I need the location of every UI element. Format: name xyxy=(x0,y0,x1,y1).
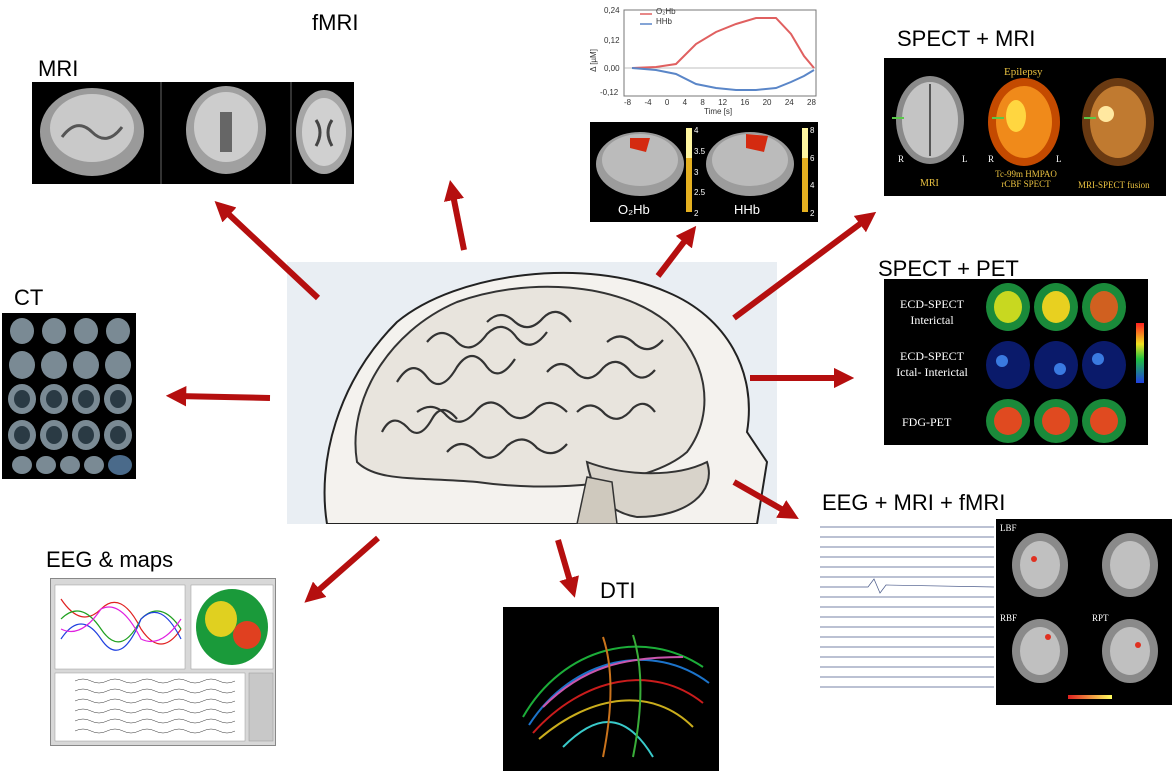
fmri-xtick: -8 xyxy=(624,98,632,107)
row-label-line: Interictal xyxy=(910,312,954,327)
arrow-to-eeg-maps xyxy=(304,535,380,603)
fmri-legend-o2hb: O₂Hb xyxy=(656,7,676,16)
orientation-r: R xyxy=(898,154,905,164)
spect-pet-panel: ECD-SPECT Interictal ECD-SPECT Ictal- In… xyxy=(884,279,1148,445)
spect-mri-label: SPECT + MRI xyxy=(897,26,1036,51)
fmri-xlabel: Time [s] xyxy=(704,107,733,116)
fmri-xtick: 16 xyxy=(740,98,750,107)
orientation-l: L xyxy=(962,154,968,164)
spect-pet-row3-label: FDG-PET xyxy=(902,415,952,429)
fmri-ytick: 0,24 xyxy=(604,6,620,15)
row-label-line: ECD-SPECT xyxy=(899,297,964,311)
arrow-to-ct xyxy=(165,386,271,407)
fmri-legend-hhb: HHb xyxy=(656,17,673,26)
arrow-to-fmri xyxy=(443,179,467,251)
eeg-maps-content xyxy=(54,584,274,742)
fmri-brain-label-hhb: HHb xyxy=(734,202,761,217)
dti-tractography xyxy=(522,634,710,758)
row-label-line: Ictal- Interictal xyxy=(896,364,968,379)
spect-pet-row1-label: ECD-SPECT Interictal xyxy=(892,297,972,328)
brain-sketch xyxy=(323,271,769,524)
ct-label: CT xyxy=(14,285,44,310)
fmri-xtick: 0 xyxy=(664,98,670,107)
eeg-mri-fmri-panel: LBF RBF RPT xyxy=(808,519,1172,705)
ct-slices xyxy=(8,318,132,475)
scale-tick: 8 xyxy=(810,126,815,135)
fmri-scale-right: 8 6 4 2 xyxy=(810,126,814,218)
eeg-maps-panel xyxy=(50,578,276,746)
spect-mri-caption-fusion: MRI-SPECT fusion xyxy=(1078,180,1150,190)
eeg-traces-and-mri xyxy=(820,519,1172,705)
eeg-maps-label: EEG & maps xyxy=(46,547,174,572)
fmri-xtick: -4 xyxy=(644,98,652,107)
fmri-label: fMRI xyxy=(312,10,359,35)
mri-region-lbf: LBF xyxy=(1000,523,1017,533)
spect-pet-slices xyxy=(986,283,1144,443)
fmri-scale-left: 4 3.5 3 2.5 2 xyxy=(694,126,705,218)
fmri-xtick: 4 xyxy=(682,98,688,107)
mri-region-rpt: RPT xyxy=(1092,613,1109,623)
orientation-r: R xyxy=(988,154,995,164)
fmri-xticks: -8 -4 0 4 8 12 16 20 24 28 xyxy=(624,98,816,107)
fmri-brain-renders: O₂Hb HHb 4 3.5 3 2.5 2 8 6 4 2 xyxy=(590,122,818,222)
fmri-ytick: 0,12 xyxy=(604,36,620,45)
fmri-xtick: 24 xyxy=(784,98,794,107)
spect-mri-slices xyxy=(892,76,1154,166)
fmri-ytick: -0,12 xyxy=(600,88,619,97)
fmri-ytick: 0,00 xyxy=(604,64,620,73)
mri-region-rbf: RBF xyxy=(1000,613,1018,623)
spect-mri-caption-mri: MRI xyxy=(920,178,939,189)
fmri-time-course-svg xyxy=(623,9,817,97)
spect-pet-label: SPECT + PET xyxy=(878,256,1019,281)
arrow-to-dti xyxy=(555,539,579,598)
fmri-ylabel: Δ [µM] xyxy=(588,49,598,72)
scale-tick: 6 xyxy=(810,153,815,163)
mri-panel xyxy=(32,82,354,184)
spect-mri-title: Epilepsy xyxy=(1004,66,1043,78)
ct-panel xyxy=(2,313,136,479)
spect-mri-caption-spect: Tc-99m HMPAO rCBF SPECT xyxy=(988,169,1064,190)
fmri-xtick: 8 xyxy=(700,98,705,107)
mri-brain-slices xyxy=(40,82,352,184)
caption-line: Tc-99m HMPAO xyxy=(995,169,1057,179)
scale-tick: 3.5 xyxy=(694,146,706,156)
orientation-l: L xyxy=(1056,154,1062,164)
caption-line: rCBF SPECT xyxy=(1001,178,1051,189)
central-brain-illustration xyxy=(287,262,777,524)
eeg-mri-fmri-label: EEG + MRI + fMRI xyxy=(822,490,1006,515)
dti-panel xyxy=(503,607,719,771)
spect-pet-row2-label: ECD-SPECT Ictal- Interictal xyxy=(888,349,976,380)
scale-tick: 4 xyxy=(694,126,699,135)
mri-label: MRI xyxy=(38,56,79,81)
dti-label: DTI xyxy=(600,578,636,603)
scale-tick: 2 xyxy=(694,209,699,218)
scale-tick: 4 xyxy=(810,181,815,191)
fmri-time-course-plot: O₂Hb HHb Δ [µM] 0,24 0,12 0,00 -0,12 -8 … xyxy=(586,4,824,116)
scale-tick: 3 xyxy=(694,167,699,177)
fmri-xtick: 20 xyxy=(762,98,772,107)
fmri-brain-label-o2hb: O₂Hb xyxy=(618,202,650,217)
fmri-xtick: 28 xyxy=(807,98,816,107)
scale-tick: 2.5 xyxy=(694,188,706,198)
fmri-xtick: 12 xyxy=(718,98,728,107)
spect-mri-panel: Epilepsy MRI Tc-99m HMPAO rCBF SPECT MRI… xyxy=(884,58,1166,196)
row-label-line: ECD-SPECT xyxy=(899,349,964,363)
scale-tick: 2 xyxy=(810,208,815,218)
fmri-brain-renders-svg xyxy=(596,128,808,212)
